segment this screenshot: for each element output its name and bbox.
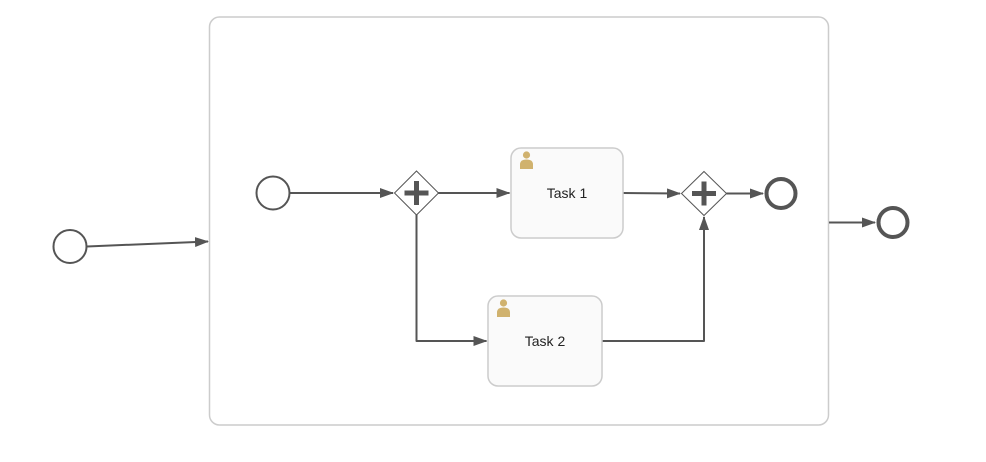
- task-1[interactable]: Task 1: [510, 147, 624, 239]
- task-1-label: Task 1: [547, 185, 588, 201]
- task-2-shape[interactable]: [487, 295, 603, 387]
- parallel-gateway-split[interactable]: [393, 170, 440, 216]
- flow-task-1-to-gateway-join[interactable]: [622, 188, 681, 199]
- flow-task-2-to-gateway-join[interactable]: [602, 216, 709, 342]
- task-2-label: Task 2: [525, 333, 566, 349]
- end-event-inner[interactable]: [764, 177, 798, 210]
- start-event-inner[interactable]: [255, 175, 291, 211]
- flow-gateway-split-to-task-2[interactable]: [415, 214, 488, 346]
- flow-outer-start-to-subprocess[interactable]: [86, 237, 209, 248]
- plus-icon: [692, 181, 716, 206]
- task-1-shape[interactable]: [510, 147, 624, 239]
- start-event-outer[interactable]: [52, 229, 88, 264]
- parallel-gateway-join[interactable]: [680, 170, 728, 217]
- task-2[interactable]: Task 2: [487, 295, 603, 387]
- user-icon: [520, 151, 533, 169]
- plus-icon: [404, 181, 429, 205]
- user-icon: [497, 299, 510, 317]
- end-event-outer[interactable]: [876, 206, 910, 239]
